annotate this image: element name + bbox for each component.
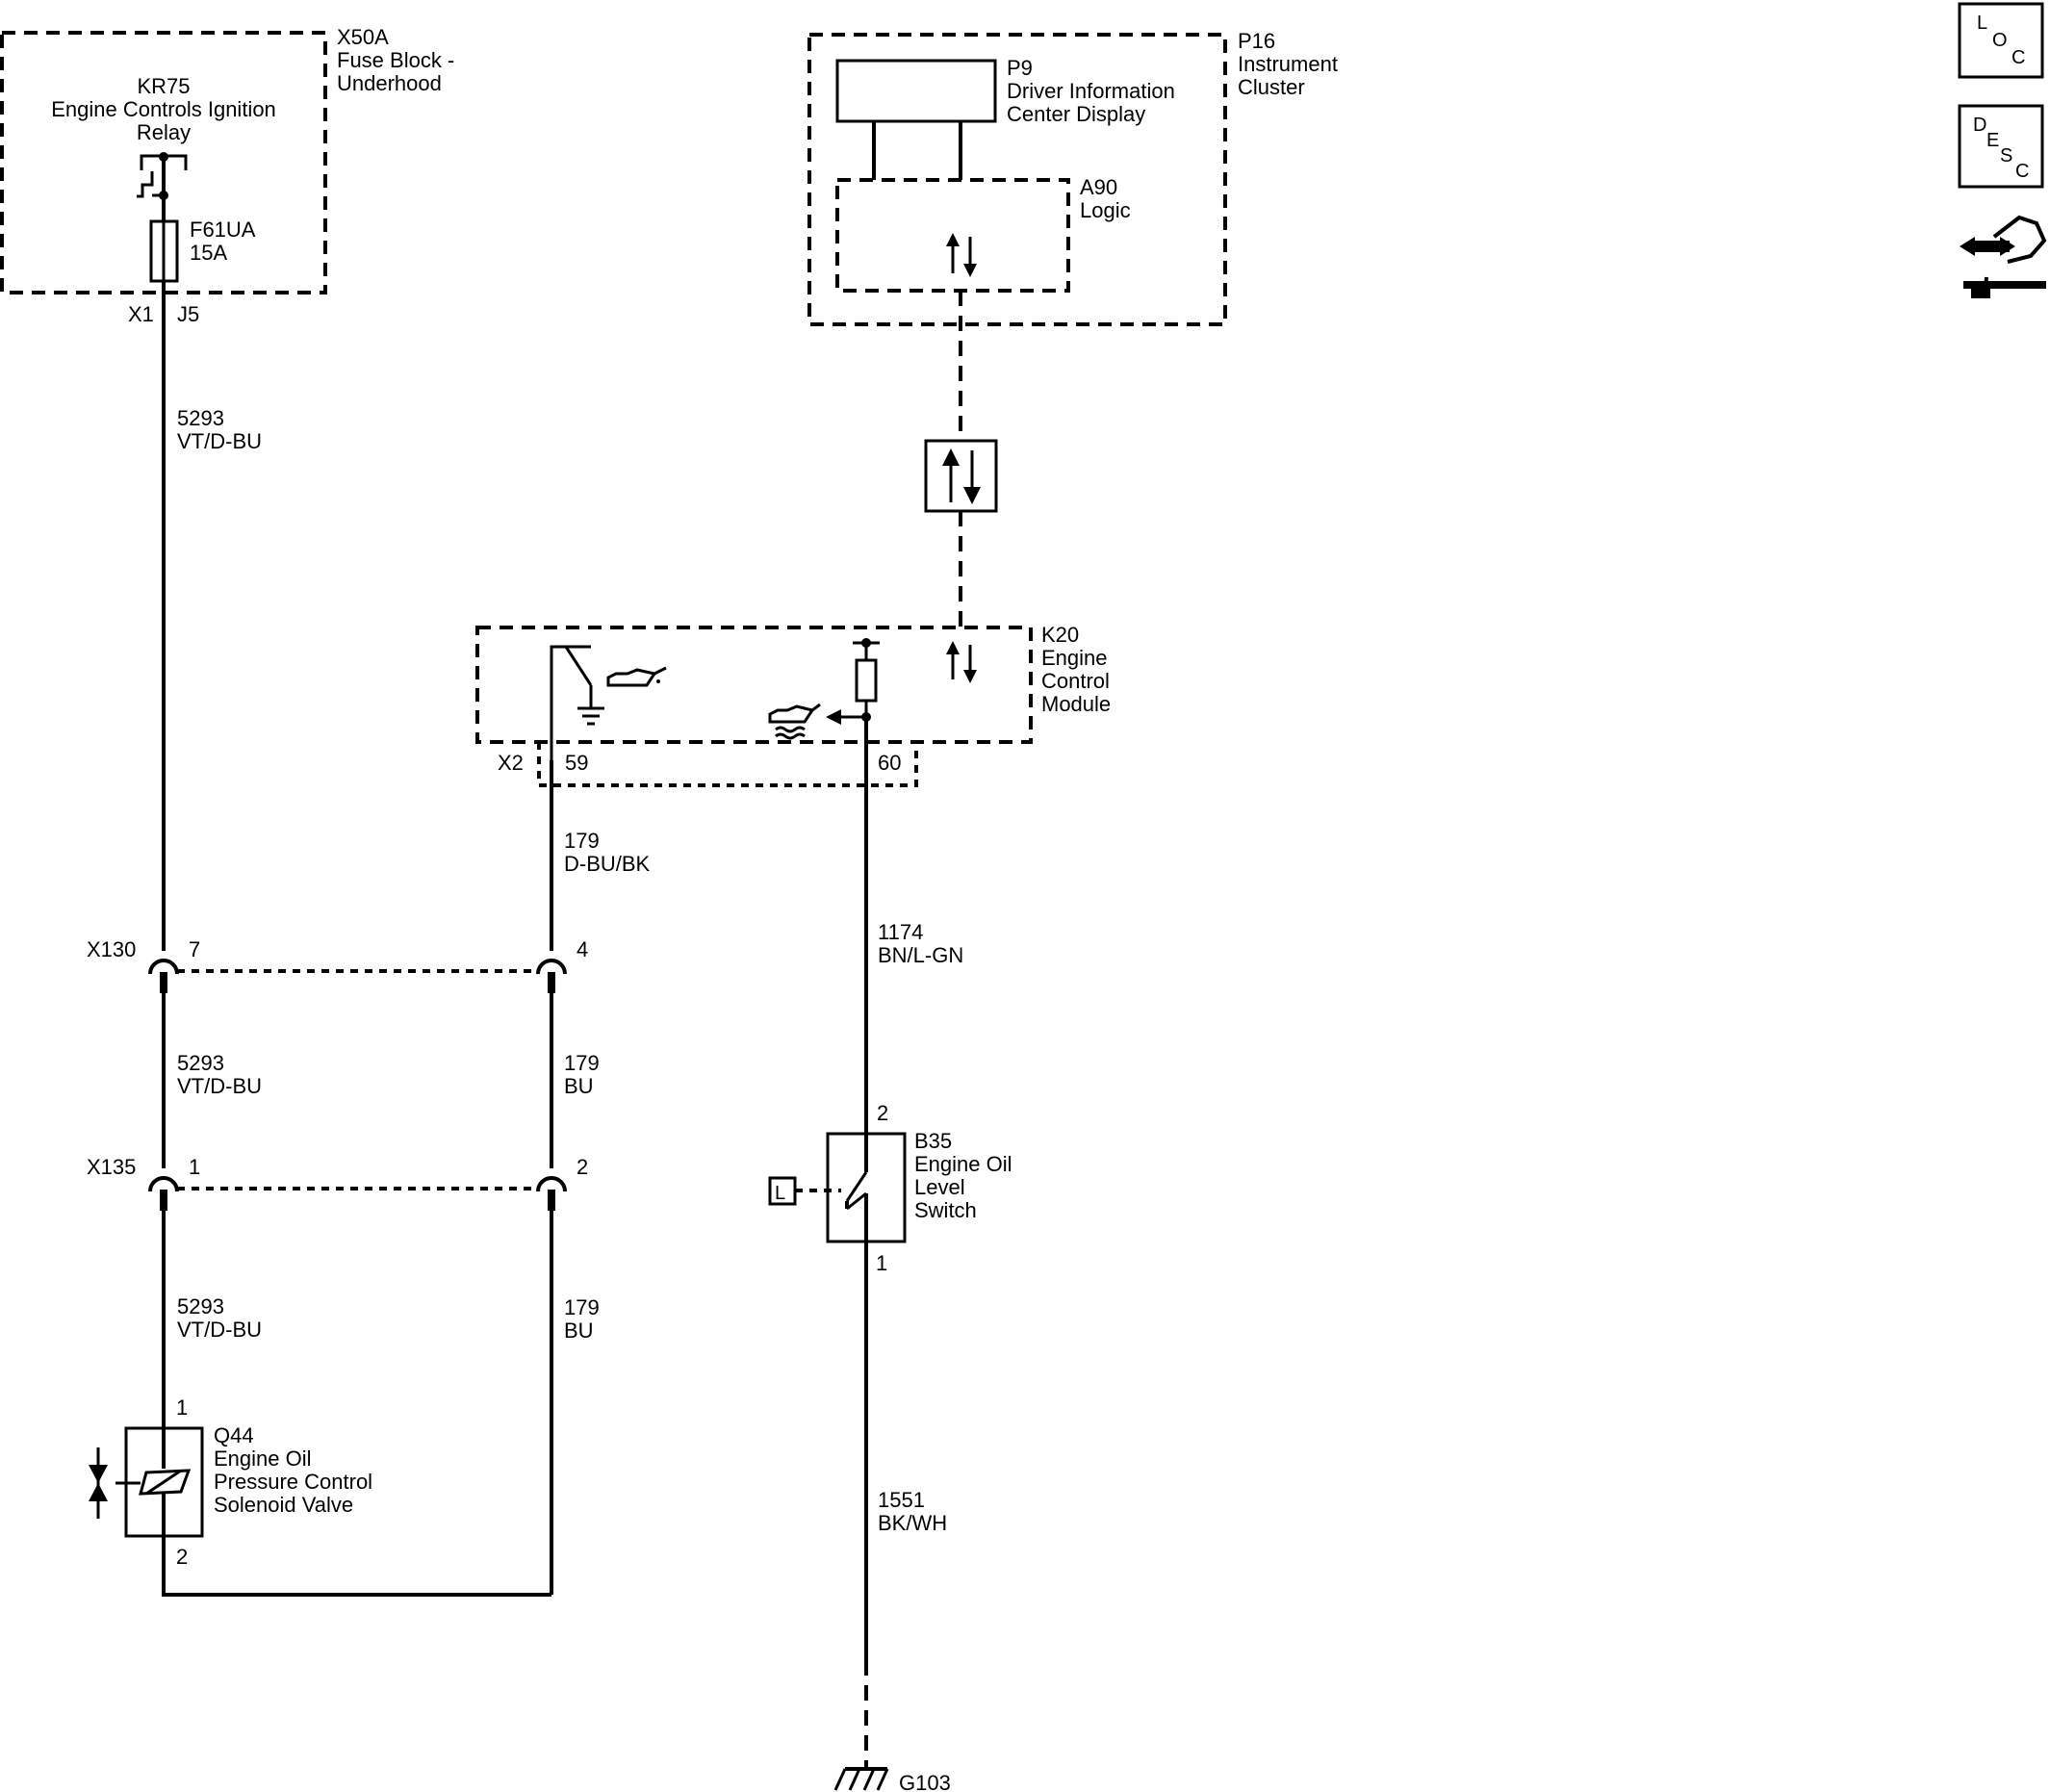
q44-name-2: Pressure Control: [214, 1470, 372, 1494]
q44-name-3: Solenoid Valve: [214, 1493, 353, 1517]
q44-pin2: 2: [176, 1545, 188, 1569]
desc-button[interactable]: D E S C: [1958, 104, 2044, 189]
serial-data-line: [924, 291, 998, 627]
wire-1174: 1174 BN/L-GN: [864, 717, 963, 1134]
p16-name-1: Instrument: [1238, 52, 1338, 76]
x50a-name-2: Underhood: [337, 71, 442, 95]
g103-ref: G103: [899, 1771, 951, 1792]
oil-level-icon: [768, 703, 821, 740]
b35-name-3: Switch: [914, 1198, 977, 1222]
desc-d: D: [1973, 115, 1986, 136]
w2-color: VT/D-BU: [177, 1074, 262, 1098]
wire-5293-lower: 5293 VT/D-BU: [162, 1209, 262, 1428]
x50a-name-1: Fuse Block -: [337, 48, 454, 72]
q44-solenoid-valve: 1 Q44 Engine Oil Pressure Control Soleno…: [89, 1395, 372, 1569]
x135-pin2: 2: [577, 1155, 588, 1179]
x1-label: X1: [128, 302, 154, 326]
loc-o: O: [1992, 30, 2008, 51]
x2-pin60: 60: [878, 751, 901, 775]
wire-5293-mid: 5293 VT/D-BU: [162, 991, 262, 1168]
j5-label: J5: [177, 302, 199, 326]
w8-color: BK/WH: [878, 1511, 947, 1535]
p16-name-2: Cluster: [1238, 75, 1305, 99]
w5-color: BU: [564, 1074, 594, 1098]
b35-inline-label: L: [775, 1183, 785, 1204]
x2-connector: X2 59 60: [498, 742, 918, 787]
w4-circuit: 179: [564, 829, 600, 853]
kr75-name-2: Relay: [137, 120, 191, 144]
desc-e: E: [1986, 130, 1999, 151]
wire-179-upper: 179 D-BU/BK: [550, 760, 651, 951]
p9-display: P9 Driver Information Center Display: [835, 56, 1175, 180]
b35-name-1: Engine Oil: [914, 1152, 1012, 1176]
w2-circuit: 5293: [177, 1051, 224, 1075]
kr75-relay: KR75 Engine Controls Ignition Relay: [51, 74, 276, 223]
x135-label: X135: [87, 1155, 136, 1179]
w1-circuit: 5293: [177, 406, 224, 430]
w6-circuit: 179: [564, 1295, 600, 1319]
f61ua-fuse: F61UA 15A: [149, 218, 256, 283]
x130-label: X130: [87, 937, 136, 961]
f61ua-rating: 15A: [190, 241, 227, 265]
kr75-name-1: Engine Controls Ignition: [51, 97, 276, 121]
kr75-ref: KR75: [137, 74, 190, 98]
x50a-fuse-block: X50A Fuse Block - Underhood: [0, 25, 454, 294]
k20-name-2: Control: [1041, 669, 1110, 693]
wire-5293-upper: 5293 VT/D-BU: [162, 281, 262, 951]
b35-name-2: Level: [914, 1175, 965, 1199]
x130-pin7: 7: [189, 937, 200, 961]
g103-ground: G103: [833, 1767, 951, 1792]
a90-name: Logic: [1080, 198, 1131, 222]
x2-label: X2: [498, 751, 524, 775]
w3-circuit: 5293: [177, 1294, 224, 1318]
w7-circuit: 1174: [878, 920, 923, 944]
k20-name-1: Engine: [1041, 646, 1108, 670]
w8-circuit: 1551: [878, 1488, 925, 1512]
loc-c: C: [2012, 47, 2025, 68]
w5-circuit: 179: [564, 1051, 600, 1075]
f61ua-ref: F61UA: [190, 218, 256, 242]
q44-name-1: Engine Oil: [214, 1446, 312, 1471]
x130-connector: X130 7 4: [87, 937, 588, 993]
w6-color: BU: [564, 1318, 594, 1343]
b35-pin1: 1: [876, 1251, 887, 1275]
p16-ref: P16: [1238, 29, 1275, 53]
connector-navigation-icon[interactable]: [1960, 215, 2047, 299]
k20-engine-control-module: K20 Engine Control Module: [475, 623, 1111, 760]
x135-connector: X135 1 2: [87, 1155, 588, 1211]
a90-logic: A90 Logic: [835, 175, 1131, 293]
p9-ref: P9: [1007, 56, 1033, 80]
desc-c: C: [2015, 161, 2029, 182]
q44-pin1: 1: [176, 1395, 188, 1420]
k20-name-3: Module: [1041, 692, 1111, 716]
w1-color: VT/D-BU: [177, 429, 262, 453]
desc-s: S: [2000, 145, 2012, 166]
wire-179-lower: 179 BU: [550, 1209, 600, 1595]
w3-color: VT/D-BU: [177, 1318, 262, 1342]
a90-ref: A90: [1080, 175, 1117, 199]
x130-pin4: 4: [577, 937, 588, 961]
wire-q44-return: [162, 1536, 551, 1597]
p9-name-2: Center Display: [1007, 102, 1145, 126]
q44-ref: Q44: [214, 1423, 254, 1447]
wire-179-mid: 179 BU: [550, 991, 600, 1168]
p16-instrument-cluster: P16 Instrument Cluster: [807, 29, 1338, 326]
b35-pin2: 2: [877, 1101, 888, 1125]
b35-ref: B35: [914, 1129, 952, 1153]
w7-color: BN/L-GN: [878, 943, 963, 967]
x135-pin1: 1: [189, 1155, 200, 1179]
b35-oil-level-switch: 2 L B35 Engine Oil Level Switch 1: [768, 1101, 1012, 1275]
x2-pin59: 59: [565, 751, 588, 775]
w4-color: D-BU/BK: [564, 852, 651, 876]
x50a-ref: X50A: [337, 25, 389, 49]
k20-ref: K20: [1041, 623, 1079, 647]
loc-button[interactable]: L O C: [1958, 2, 2044, 79]
p9-name-1: Driver Information: [1007, 79, 1175, 103]
wire-1551: 1551 BK/WH: [864, 1242, 947, 1767]
oil-can-icon: [606, 666, 667, 687]
loc-l: L: [1977, 13, 1987, 34]
